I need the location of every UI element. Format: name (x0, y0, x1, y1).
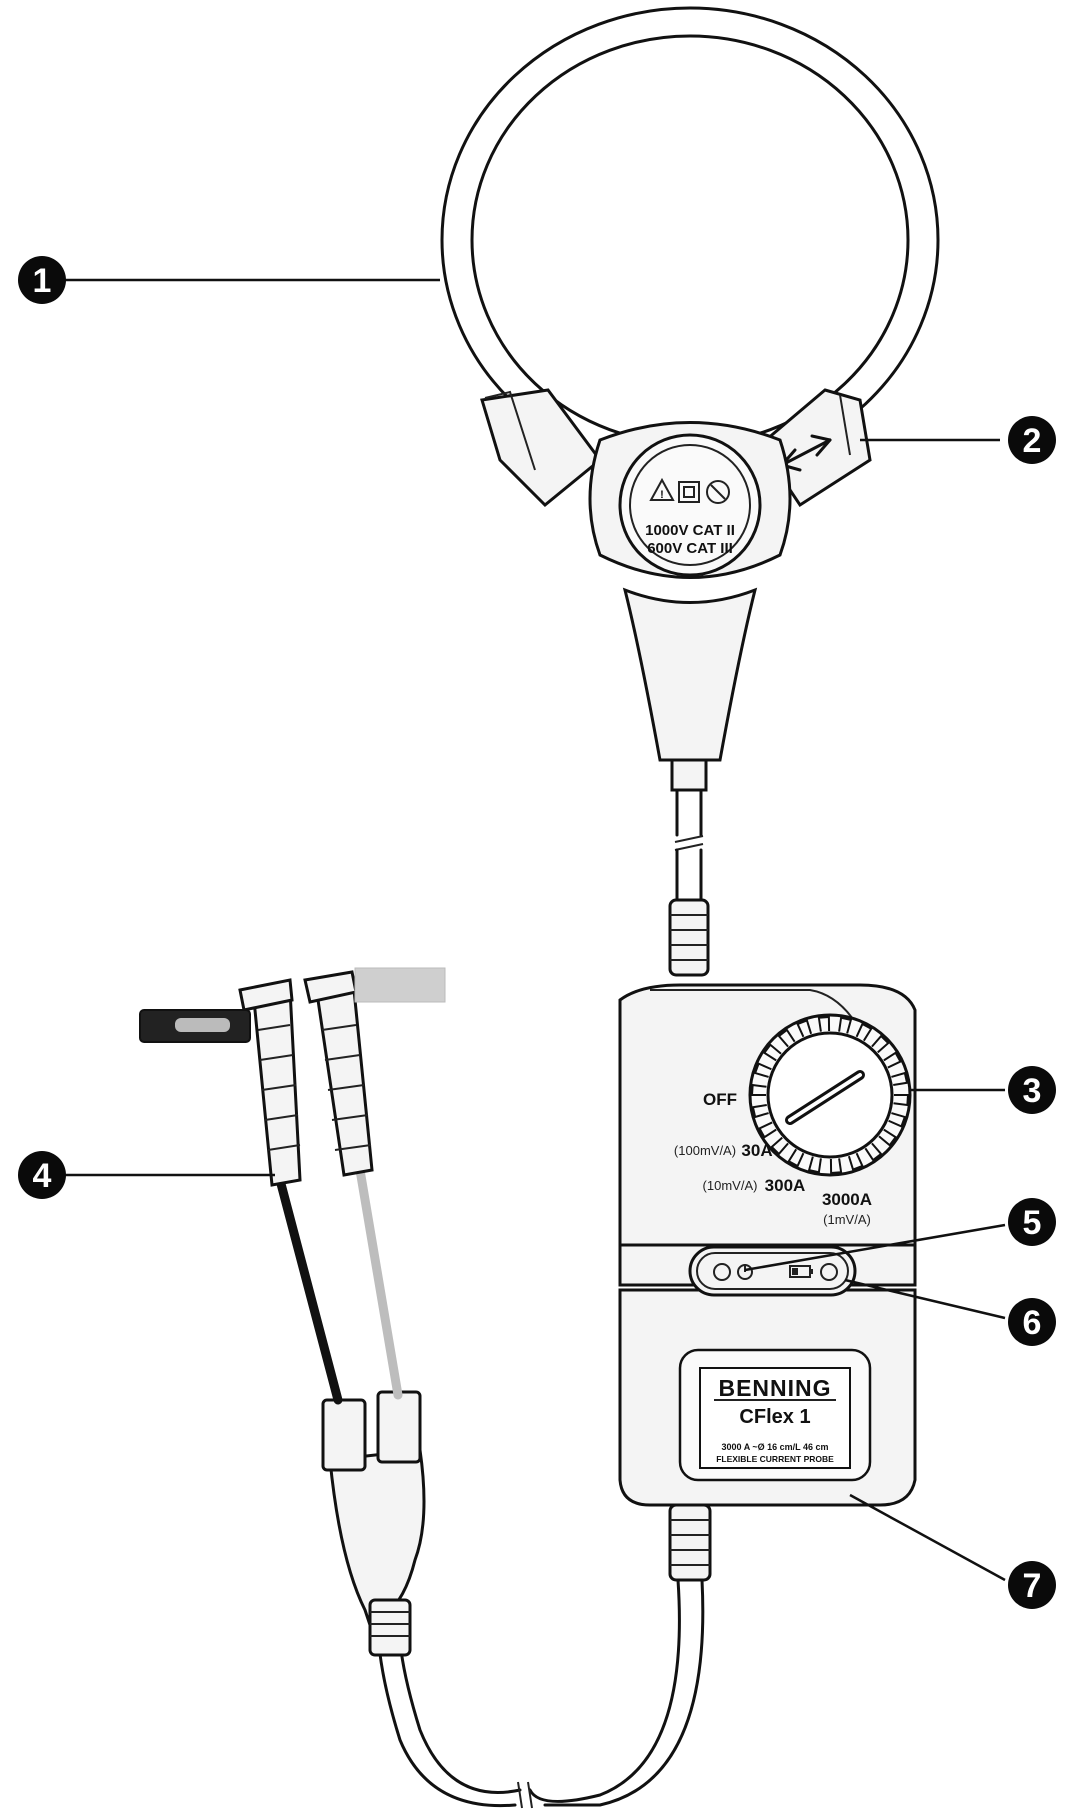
svg-text:4: 4 (33, 1157, 52, 1195)
power-symbol-icon (737, 1264, 753, 1280)
no-bare-conductor-icon (706, 480, 730, 504)
dial-labels: OFF (100mV/A) 30A (10mV/A) 300A 3000A (1… (674, 1090, 872, 1227)
dial-label-300a: 300A (765, 1176, 806, 1195)
dial-grip-notch (753, 1062, 772, 1078)
svg-text:2: 2 (1023, 422, 1042, 460)
dial-label-3000a: 3000A (822, 1190, 872, 1209)
callout-3: 3 (910, 1066, 1056, 1114)
dial-grip-notch (751, 1104, 769, 1119)
warning-triangle-icon: ! (649, 477, 675, 501)
dial-grip-notch (888, 1112, 907, 1128)
dial-grip-notch (855, 1022, 873, 1042)
coil-hub: ! 1000V CAT II 600V CAT III (588, 421, 792, 579)
svg-text:!: ! (660, 489, 664, 501)
model-name: CFlex 1 (739, 1406, 810, 1428)
dial-grip-notch (829, 1158, 843, 1175)
callout-1: 1 (18, 256, 440, 304)
svg-text:1: 1 (33, 262, 52, 300)
battery-led-icon (820, 1263, 838, 1281)
dial-grip-notch (893, 1094, 910, 1107)
test-lead-black (139, 978, 343, 1405)
dial-grip-notch (787, 1148, 805, 1168)
spec-text: 3000 A ~Ø 16 cm/L 46 cm (722, 1442, 829, 1452)
battery-icon (789, 1265, 813, 1278)
callout-5: 5 (744, 1198, 1056, 1272)
dial-label-30a-ratio: (100mV/A) (674, 1143, 736, 1158)
dial-grip-notch (871, 1034, 890, 1054)
svg-text:3: 3 (1023, 1072, 1042, 1110)
svg-text:7: 7 (1023, 1567, 1042, 1605)
dial-grip-notch (770, 1136, 789, 1156)
test-lead-grey (303, 967, 446, 1400)
range-selector-dial[interactable] (748, 1013, 912, 1177)
callout-6: 6 (844, 1278, 1056, 1346)
dial-grip-notch (838, 1016, 853, 1034)
head-rating-line2: 600V CAT III (647, 540, 733, 557)
callout-2: 2 (860, 416, 1056, 464)
power-led-icon (713, 1263, 731, 1281)
callout-4: 4 (18, 1151, 275, 1199)
dial-grip-notch (864, 1142, 883, 1162)
dial-label-300a-ratio: (10mV/A) (703, 1178, 758, 1193)
dial-grip-notch (762, 1043, 782, 1062)
dial-grip-notch (807, 1156, 822, 1174)
callout-7: 7 (849, 1493, 1056, 1609)
probe-description: FLEXIBLE CURRENT PROBE (716, 1454, 834, 1464)
probe-neck (622, 587, 758, 792)
nameplate: BENNING CFlex 1 3000 A ~Ø 16 cm/L 46 cm … (678, 1348, 872, 1482)
dial-grip-notch (878, 1128, 898, 1147)
double-insulation-icon (678, 481, 700, 503)
svg-text:5: 5 (1023, 1204, 1042, 1242)
grey-plug-tip (354, 967, 446, 1003)
dial-label-30a: 30A (741, 1141, 772, 1160)
splitter (321, 1390, 426, 1657)
dial-grip-notch (883, 1051, 902, 1069)
head-rating-line1: 1000V CAT II (645, 522, 735, 539)
brand-logo: BENNING (718, 1375, 831, 1401)
dial-label-off: OFF (703, 1090, 737, 1109)
dial-grip-notch (796, 1019, 813, 1038)
dial-label-3000a-ratio: (1mV/A) (823, 1212, 871, 1227)
svg-text:6: 6 (1023, 1304, 1042, 1342)
dial-grip-notch (891, 1071, 909, 1086)
dial-grip-notch (750, 1083, 767, 1096)
dial-grip-notch (777, 1028, 796, 1048)
dial-grip-notch (817, 1015, 831, 1032)
probe-cable-upper (668, 788, 710, 977)
dial-grip-notch (758, 1121, 777, 1139)
dial-grip-notch (847, 1152, 864, 1171)
output-cable (376, 1503, 712, 1809)
